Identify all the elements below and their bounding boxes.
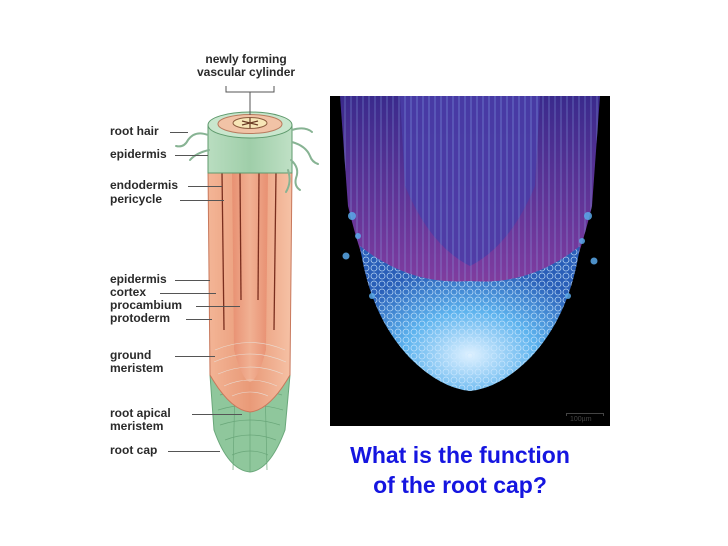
scale-bar — [566, 413, 604, 416]
label-root-apical-meristem: root apical meristem — [110, 407, 171, 433]
label-apical-line1: root apical — [110, 406, 171, 420]
tissue-lines — [221, 171, 277, 331]
leader-procambium — [196, 306, 240, 307]
meristem-stipple — [213, 342, 287, 397]
vascular-star — [241, 118, 259, 128]
label-endodermis: endodermis — [110, 178, 179, 192]
label-root-cap: root cap — [110, 443, 158, 457]
label-ground-meristem: ground meristem — [110, 349, 163, 375]
micro-sloughed-cells — [342, 212, 598, 299]
question-text: What is the function of the root cap? — [300, 440, 620, 500]
label-ground-line1: ground — [110, 348, 152, 362]
leader-cortex — [160, 293, 216, 294]
leader-epidermis-mid — [175, 280, 210, 281]
label-cortex: cortex — [110, 285, 147, 299]
leader-root-hair — [170, 132, 188, 133]
leader-root-cap — [168, 451, 220, 452]
vascular-region — [232, 170, 268, 382]
label-newly-forming-line1: newly forming — [205, 52, 287, 66]
question-line2: of the root cap? — [373, 472, 547, 498]
leader-epidermis-top — [175, 155, 208, 156]
root-hairs — [175, 127, 319, 193]
root-tip-micrograph — [330, 96, 610, 426]
question-line1: What is the function — [350, 442, 570, 468]
label-procambium: procambium — [110, 298, 183, 312]
micrograph-image — [330, 96, 610, 426]
label-epidermis-mid: epidermis — [110, 272, 167, 286]
label-newly-forming: newly forming vascular cylinder — [197, 53, 295, 79]
scale-label: 100µm — [570, 416, 592, 423]
leader-protoderm — [186, 319, 212, 320]
label-protoderm: protoderm — [110, 311, 170, 325]
label-epidermis-top: epidermis — [110, 147, 167, 161]
label-pericycle: pericycle — [110, 192, 163, 206]
leader-pericycle — [180, 200, 224, 201]
leader-root-apical-meristem — [192, 414, 242, 415]
label-apical-line2: meristem — [110, 419, 164, 433]
vascular-label-pointer — [225, 86, 275, 115]
leader-ground-meristem — [175, 356, 215, 357]
leader-endodermis — [188, 186, 222, 187]
label-ground-line2: meristem — [110, 361, 164, 375]
label-root-hair: root hair — [110, 124, 159, 138]
label-newly-forming-line2: vascular cylinder — [197, 65, 296, 79]
